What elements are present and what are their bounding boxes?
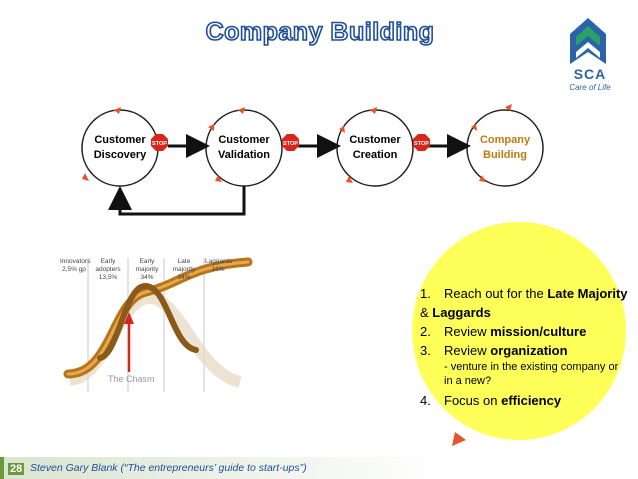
action-item: 2.Review mission/culture: [420, 324, 587, 339]
svg-text:STOP: STOP: [283, 141, 298, 147]
action-list: 1.Reach out for the Late Majority & Lagg…: [420, 284, 628, 410]
action-item: 4.Focus on efficiency: [420, 393, 562, 408]
callout-arrowhead-icon: [452, 432, 466, 446]
adoption-bell-curve: [97, 282, 199, 361]
step-title: Company: [479, 134, 531, 146]
svg-text:STOP: STOP: [152, 141, 167, 147]
svg-text:STOP: STOP: [414, 141, 429, 147]
footer-accent: [0, 457, 4, 479]
action-item: 1.Reach out for the Late Majority & Lagg…: [420, 286, 628, 320]
logo-name: SCA: [573, 66, 607, 82]
stop-sign-icon: STOP: [282, 134, 299, 151]
step-subtitle: Validation: [218, 149, 270, 161]
step-title: Customer: [218, 134, 270, 146]
step-label-creation: Customer Creation: [335, 133, 415, 163]
step-label-discovery: Customer Discovery: [80, 133, 160, 163]
step-subtitle: Discovery: [93, 149, 147, 161]
page-title: Company Building: [205, 17, 435, 47]
step-title: Customer: [94, 134, 146, 146]
chasm-label: The Chasm: [108, 374, 155, 384]
action-note: - venture in the existing company or in …: [444, 361, 619, 387]
footer-citation: Steven Gary Blank (“The entrepreneurs’ g…: [30, 462, 307, 474]
action-item: 3.Review organization - venture in the e…: [420, 341, 628, 388]
feedback-loop-arrow: [108, 186, 246, 216]
logo-tagline: Care of Life: [569, 83, 611, 92]
page-number: 28: [8, 463, 25, 475]
stop-sign-icon: STOP: [151, 134, 168, 151]
step-title: Customer: [349, 134, 401, 146]
action-callout: [412, 222, 626, 440]
footer-bar: 28 Steven Gary Blank (“The entrepreneurs…: [0, 457, 638, 479]
step-subtitle: Creation: [352, 149, 398, 161]
adoption-curve-chart: [63, 257, 253, 392]
cycle-arrowhead-icon: [82, 104, 512, 183]
step-subtitle: Building: [483, 149, 527, 161]
stop-sign-icon: STOP: [413, 134, 430, 151]
step-label-validation: Customer Validation: [204, 133, 284, 163]
step-label-building: Company Building: [465, 133, 545, 163]
sca-logo-icon: [570, 18, 606, 64]
